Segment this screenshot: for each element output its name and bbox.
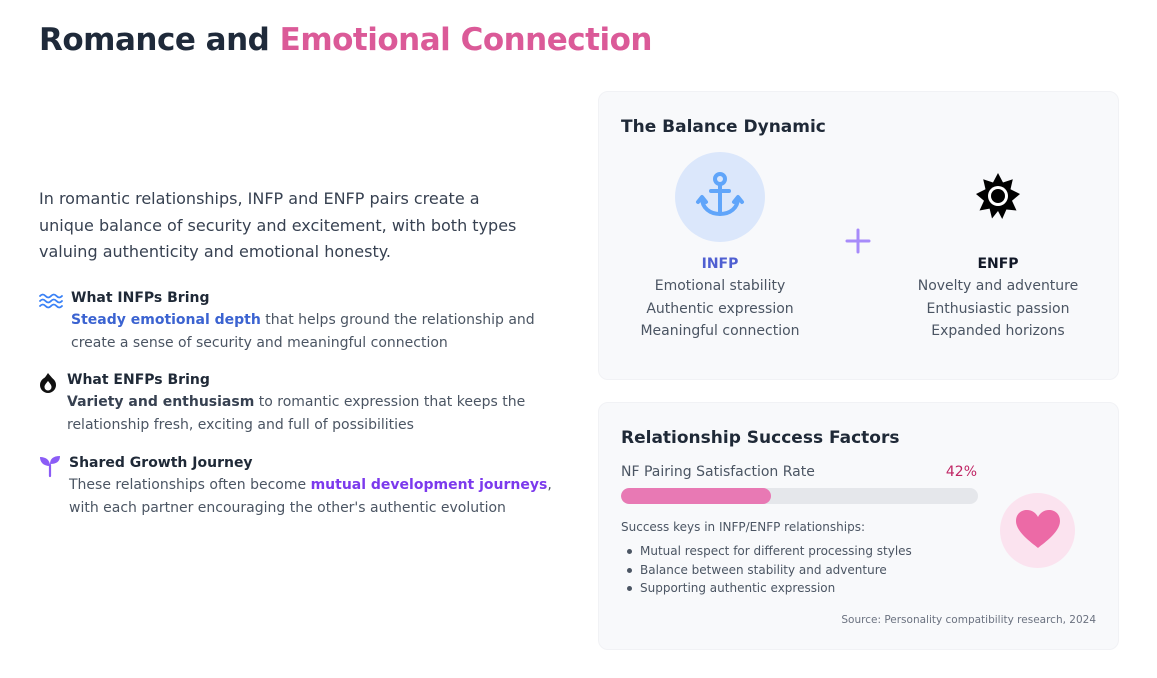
enfp-trait: Novelty and adventure — [917, 278, 1079, 294]
title-main: Romance and — [39, 22, 270, 58]
feature-text: , with each partner encouraging the othe… — [69, 477, 552, 516]
satisfaction-rate-label: NF Pairing Satisfaction Rate — [621, 464, 815, 480]
feature-body: These relationships often become mutual … — [69, 474, 569, 519]
feature-text: that helps ground the relationship and c… — [71, 312, 535, 351]
anchor-icon — [694, 169, 746, 225]
enfp-label: ENFP — [977, 256, 1019, 272]
feature-text: to romantic expression that keeps the re… — [67, 394, 526, 433]
success-keys-title: Success keys in INFP/ENFP relationships: — [621, 520, 865, 534]
feature-heading: Shared Growth Journey — [69, 455, 253, 471]
sprout-icon — [39, 454, 61, 478]
enfp-trait: Expanded horizons — [931, 323, 1065, 339]
heart-icon-circle — [1000, 493, 1075, 568]
infp-trait: Meaningful connection — [640, 323, 800, 339]
success-title: Relationship Success Factors — [621, 428, 900, 448]
feature-heading: What ENFPs Bring — [67, 372, 210, 388]
success-keys-list: Mutual respect for different processing … — [621, 542, 912, 598]
list-item: Supporting authentic expression — [621, 579, 912, 598]
success-card: Relationship Success Factors NF Pairing … — [598, 402, 1119, 650]
list-item: Balance between stability and adventure — [621, 561, 912, 580]
infp-label: INFP — [701, 256, 739, 272]
satisfaction-rate-value: 42% — [945, 464, 977, 480]
waves-icon — [39, 289, 63, 313]
infp-icon-circle — [675, 152, 765, 242]
feature-infp: What INFPs Bring Steady emotional depth … — [39, 288, 569, 354]
balance-title: The Balance Dynamic — [621, 117, 826, 137]
sun-icon — [974, 172, 1022, 224]
satisfaction-progress-bar — [621, 488, 978, 504]
feature-body: Variety and enthusiasm to romantic expre… — [67, 391, 569, 436]
feature-highlight: Variety and enthusiasm — [67, 394, 255, 410]
enfp-column: ENFP Novelty and adventure Enthusiastic … — [898, 253, 1098, 343]
feature-highlight: Steady emotional depth — [71, 312, 261, 328]
heart-icon — [1015, 509, 1061, 553]
plus-icon — [845, 228, 871, 258]
title-accent: Emotional Connection — [279, 22, 653, 58]
balance-card: The Balance Dynamic INFP Emotional stabi… — [598, 91, 1119, 380]
feature-body: Steady emotional depth that helps ground… — [71, 309, 569, 354]
enfp-trait: Enthusiastic passion — [926, 300, 1070, 317]
flame-icon — [39, 371, 59, 395]
intro-paragraph: In romantic relationships, INFP and ENFP… — [39, 189, 517, 261]
satisfaction-progress-fill — [621, 488, 771, 504]
page-title: Romance and Emotional Connection — [39, 22, 652, 58]
feature-growth: Shared Growth Journey These relationship… — [39, 453, 569, 519]
infp-trait: Authentic expression — [646, 300, 794, 317]
feature-text-pre: These relationships often become — [69, 477, 311, 493]
feature-highlight: mutual development journeys — [310, 477, 548, 493]
infp-trait: Emotional stability — [654, 278, 786, 294]
feature-heading: What INFPs Bring — [71, 290, 210, 306]
feature-enfp: What ENFPs Bring Variety and enthusiasm … — [39, 370, 569, 436]
source-note: Source: Personality compatibility resear… — [841, 614, 1096, 626]
infp-column: INFP Emotional stability Authentic expre… — [620, 253, 820, 343]
list-item: Mutual respect for different processing … — [621, 542, 912, 561]
